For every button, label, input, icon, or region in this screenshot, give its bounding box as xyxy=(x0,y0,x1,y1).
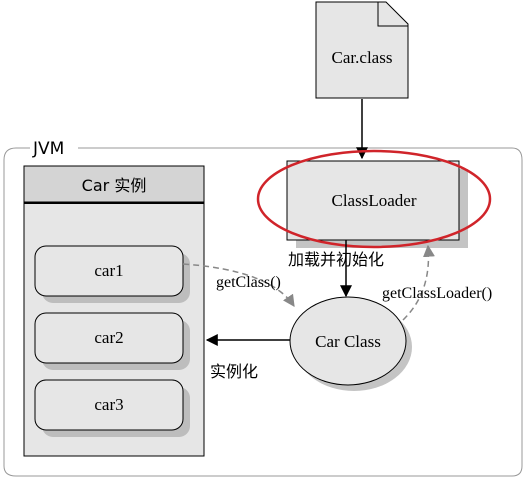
instantiate-label: 实例化 xyxy=(210,362,258,381)
load-init-label: 加载并初始化 xyxy=(288,250,384,269)
instance-car2-label: car2 xyxy=(94,328,123,347)
car-class-file: Car.class xyxy=(315,1,409,99)
instance-car1-label: car1 xyxy=(94,261,123,280)
jvm-container: JVM xyxy=(3,136,523,477)
classloader-label: ClassLoader xyxy=(332,191,417,210)
getclassloader-label: getClassLoader() xyxy=(382,285,492,302)
classloader-highlight-ring xyxy=(256,149,492,249)
car-class-label: Car Class xyxy=(315,332,381,351)
getclass-label: getClass() xyxy=(216,274,281,291)
jvm-label: JVM xyxy=(32,139,64,159)
getclass-arrow xyxy=(182,263,295,307)
car-class-node: Car Class xyxy=(289,296,412,391)
instance-car3: car3 xyxy=(34,379,190,437)
instance-car1: car1 xyxy=(34,245,190,303)
instance-car3-label: car3 xyxy=(94,395,123,414)
getclassloader-arrow xyxy=(402,244,435,321)
car-instances-header: Car 实例 xyxy=(82,176,147,195)
classloader-node: ClassLoader xyxy=(286,160,468,248)
instance-car2: car2 xyxy=(34,312,190,370)
car-class-file-label: Car.class xyxy=(332,48,393,67)
